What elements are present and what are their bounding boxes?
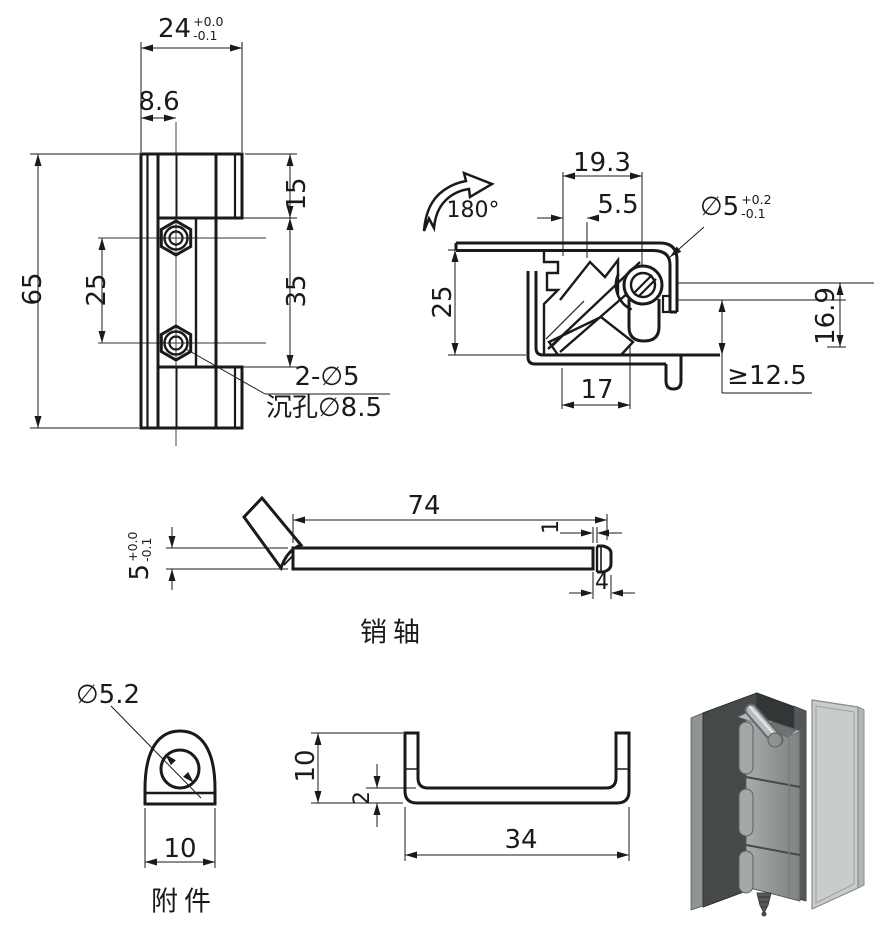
dim-front-width-value: 24 bbox=[158, 14, 192, 44]
hex-screw-bottom bbox=[159, 324, 193, 362]
dim-accessory-width: 10 bbox=[163, 834, 197, 864]
dim-side-pin-tol-dn: -0.1 bbox=[741, 205, 766, 221]
dim-side-right-offset: 16.9 bbox=[811, 287, 841, 345]
frame-bracket bbox=[526, 271, 720, 391]
accessory-hole bbox=[159, 748, 201, 790]
note-front-counterbore: 沉孔∅8.5 bbox=[266, 393, 382, 423]
iso-render bbox=[690, 692, 865, 917]
dim-side-height: 25 bbox=[428, 285, 458, 319]
dim-front-hole-spacing: 25 bbox=[82, 273, 112, 307]
dim-side-pin-tol-up: +0.2 bbox=[741, 192, 772, 207]
swing-arrow-icon bbox=[422, 170, 495, 233]
dim-side-pin-offset: 5.5 bbox=[597, 190, 639, 220]
door-panel bbox=[811, 699, 865, 910]
dim-front-width: 24+0.0-0.1 bbox=[158, 14, 224, 44]
note-front-holes: 2-∅5 bbox=[294, 362, 360, 392]
dim-pin-dia-tol-dn: -0.1 bbox=[138, 537, 154, 562]
side-view bbox=[422, 170, 874, 409]
pin-axle-view bbox=[166, 495, 635, 599]
channel-dimensions bbox=[311, 732, 630, 861]
dim-front-height: 65 bbox=[18, 272, 48, 306]
dim-side-pin-dia-value: ∅5 bbox=[700, 192, 740, 222]
channel-arrowheads bbox=[314, 733, 629, 859]
dim-front-width-tol-up: +0.0 bbox=[193, 14, 224, 29]
accessory-arrowheads bbox=[145, 754, 215, 866]
front-outline bbox=[139, 152, 244, 430]
side-arrowheads bbox=[451, 172, 844, 409]
dim-pin-head: 4 bbox=[595, 570, 609, 595]
front-view bbox=[30, 42, 390, 446]
label-accessory: 附件 bbox=[151, 886, 217, 918]
dim-accessory-hole: ∅5.2 bbox=[76, 680, 140, 710]
front-arrowheads bbox=[34, 44, 294, 428]
accessory-view bbox=[110, 705, 217, 868]
label-swing-angle: 180° bbox=[446, 198, 500, 223]
hex-screw-top bbox=[159, 219, 193, 257]
dim-front-top-height: 15 bbox=[282, 177, 312, 211]
dim-channel-thickness: 2 bbox=[350, 791, 375, 805]
accessory-body bbox=[143, 729, 217, 806]
dim-channel-height: 10 bbox=[291, 749, 321, 783]
dim-pin-dia-tol-up: +0.0 bbox=[124, 531, 140, 562]
knuckle bbox=[614, 264, 664, 311]
dim-front-mid-height: 35 bbox=[282, 274, 312, 308]
channel-body bbox=[403, 731, 631, 805]
label-pin-axle: 销轴 bbox=[360, 617, 426, 649]
pin-head bbox=[597, 544, 613, 574]
top-plate bbox=[454, 241, 679, 314]
pin-tip-3d bbox=[756, 892, 772, 917]
dim-pin-dia-value: 5 bbox=[124, 563, 155, 581]
dim-side-clearance: ≥12.5 bbox=[727, 361, 807, 391]
dim-pin-groove: 1 bbox=[539, 520, 564, 534]
dim-side-base: 17 bbox=[580, 375, 614, 405]
pin-barrel bbox=[627, 299, 661, 343]
channel-view bbox=[311, 731, 631, 861]
pin-arrowheads bbox=[168, 516, 623, 597]
pin-handle-3d bbox=[744, 703, 784, 748]
dim-front-hole-offset: 8.6 bbox=[138, 87, 180, 117]
dim-pin-dia: 5+0.0-0.1 bbox=[124, 531, 155, 581]
dim-front-width-tol-dn: -0.1 bbox=[193, 27, 218, 43]
dim-pin-length: 74 bbox=[407, 491, 441, 521]
pin-shaft bbox=[291, 546, 595, 571]
dim-side-pin-dia: ∅5+0.2-0.1 bbox=[700, 192, 772, 222]
dim-channel-width: 34 bbox=[504, 825, 538, 855]
dim-side-depth: 19.3 bbox=[573, 148, 631, 178]
